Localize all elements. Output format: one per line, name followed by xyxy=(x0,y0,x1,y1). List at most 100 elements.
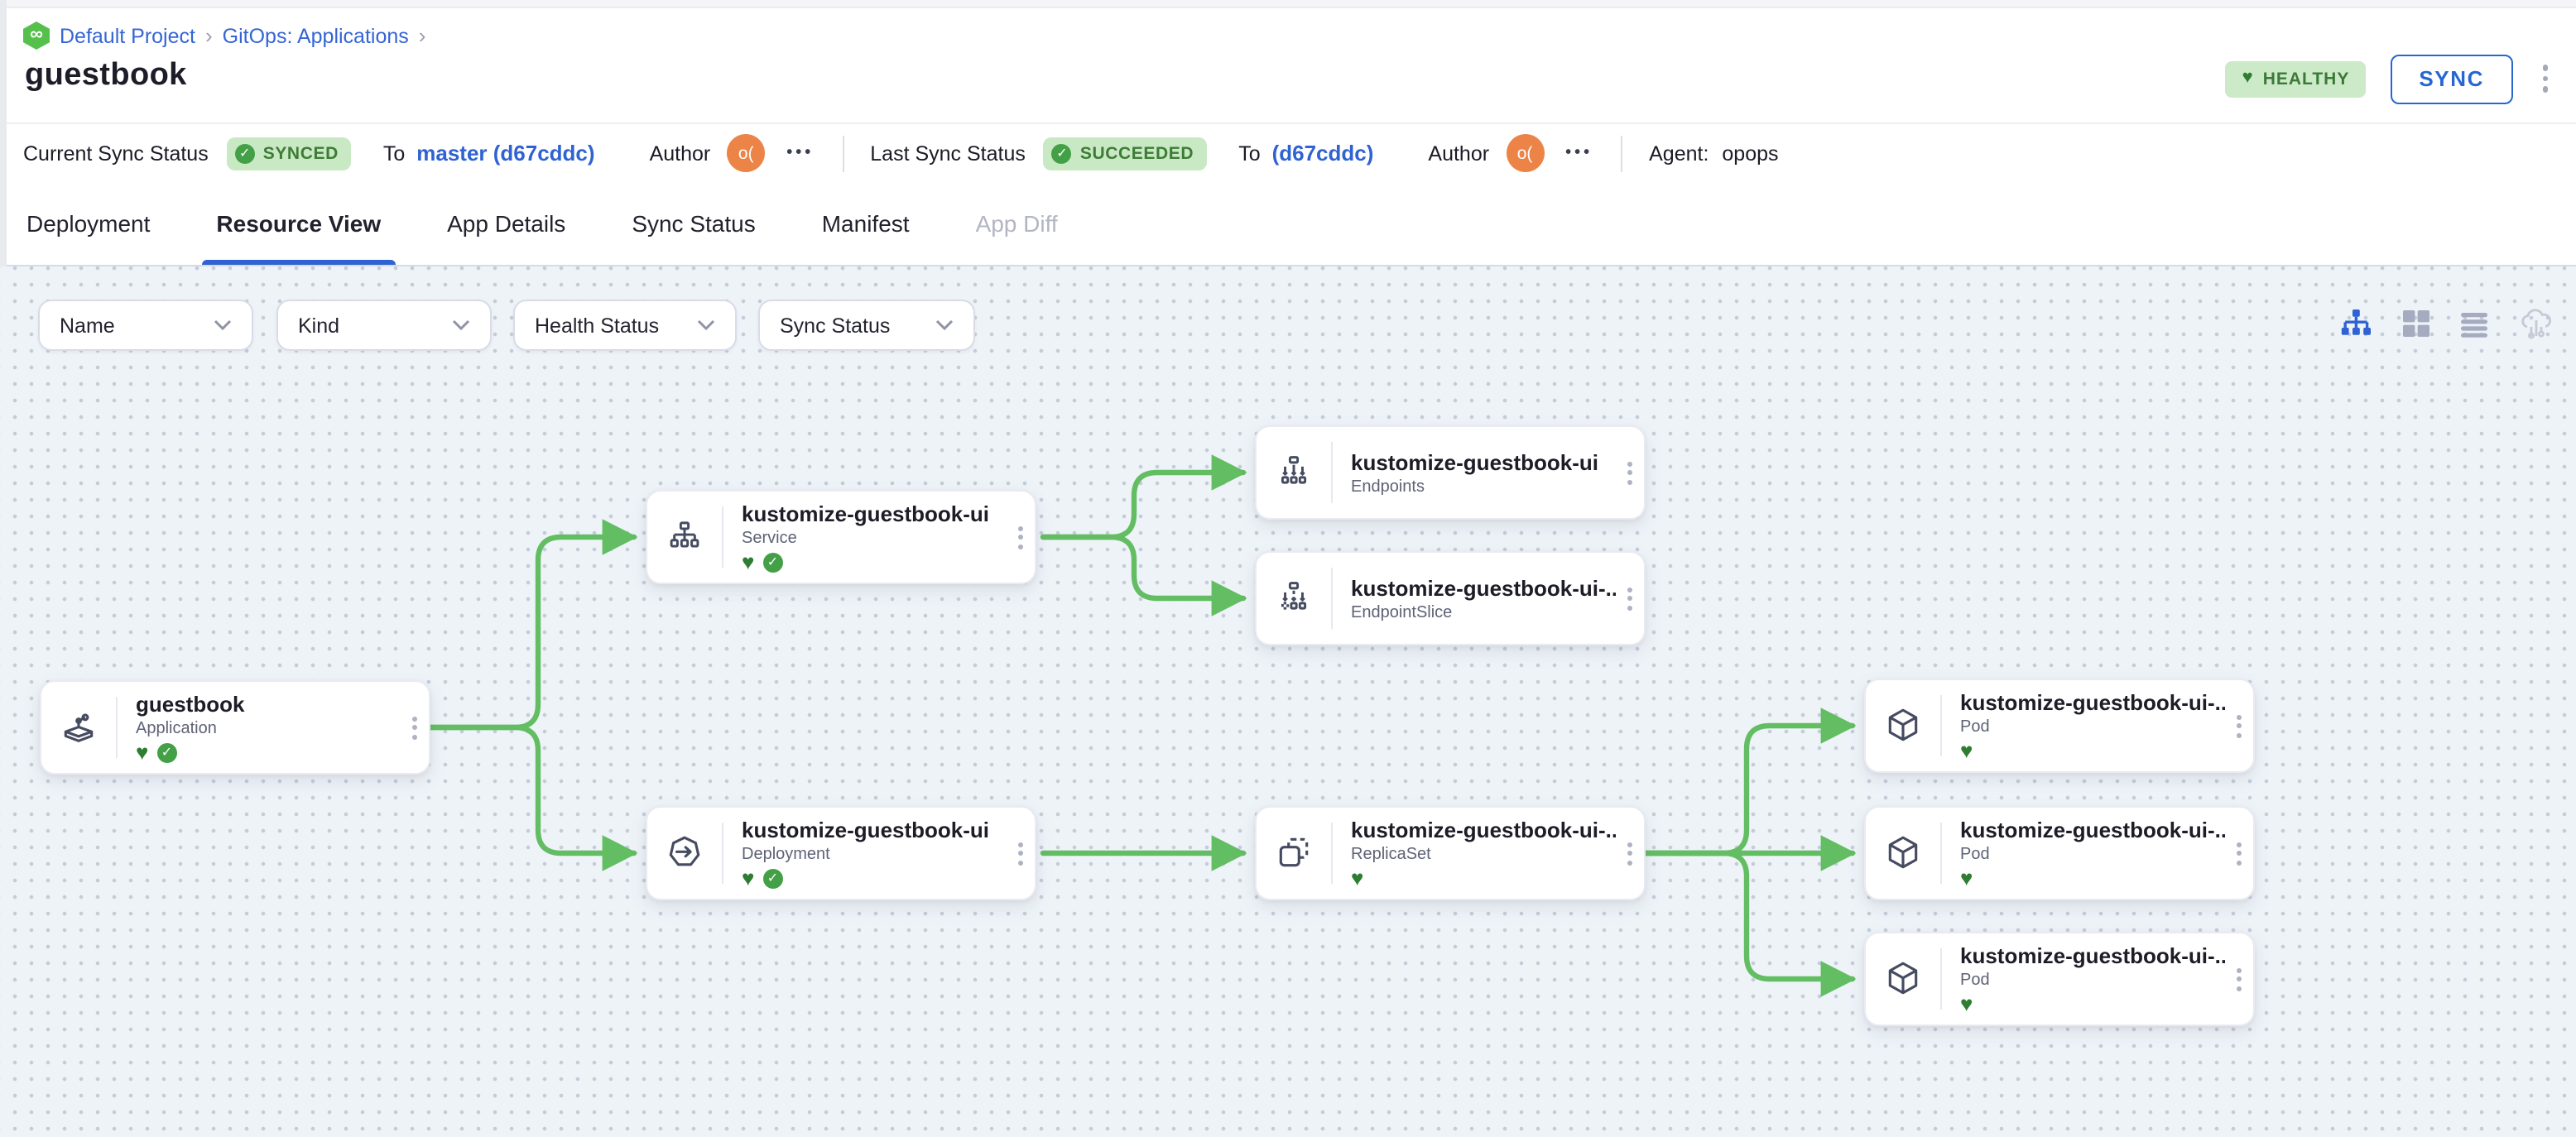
chevron-down-icon xyxy=(697,319,715,331)
node-replicaset[interactable]: kustomize-guestbook-ui-... ReplicaSet ♥ xyxy=(1255,806,1646,900)
project-hexagon-icon: ∞ xyxy=(23,22,50,50)
filter-sync-status-select[interactable]: Sync Status xyxy=(758,300,975,351)
succeeded-badge-label: SUCCEEDED xyxy=(1079,143,1194,163)
service-icon xyxy=(647,492,722,583)
node-kind: ReplicaSet xyxy=(1351,846,1431,864)
breadcrumb-chevron-icon: › xyxy=(204,23,213,48)
node-kebab-menu-icon[interactable] xyxy=(1616,427,1644,518)
chevron-down-icon xyxy=(214,319,232,331)
divider xyxy=(1940,823,1942,884)
divider xyxy=(842,135,844,171)
page-header: ∞ Default Project › GitOps: Applications… xyxy=(0,8,2576,122)
node-endpointslice[interactable]: kustomize-guestbook-ui-... EndpointSlice xyxy=(1255,551,1646,645)
tab-deployment[interactable]: Deployment xyxy=(26,210,151,237)
divider xyxy=(1331,568,1333,629)
synced-badge-label: SYNCED xyxy=(262,143,339,163)
filter-kind-select[interactable]: Kind xyxy=(276,300,492,351)
node-title: kustomize-guestbook-ui xyxy=(1351,449,1599,474)
node-kebab-menu-icon[interactable] xyxy=(1007,492,1035,583)
node-title: kustomize-guestbook-ui-... xyxy=(1960,943,2225,968)
window-left-edge xyxy=(0,0,7,266)
node-pod-3[interactable]: kustomize-guestbook-ui-... Pod ♥ xyxy=(1864,932,2255,1026)
endpointslice-icon xyxy=(1257,553,1331,644)
node-body: kustomize-guestbook-ui Deployment ♥ ✓ xyxy=(723,808,1007,899)
more-ellipsis-icon[interactable]: ••• xyxy=(1565,144,1593,162)
node-title: kustomize-guestbook-ui xyxy=(742,501,990,526)
node-pod-1[interactable]: kustomize-guestbook-ui-... Pod ♥ xyxy=(1864,679,2255,773)
node-kind: Service xyxy=(742,530,797,548)
node-kebab-menu-icon[interactable] xyxy=(2225,933,2253,1024)
breadcrumb: ∞ Default Project › GitOps: Applications… xyxy=(23,22,425,50)
page-title: guestbook xyxy=(25,58,187,93)
node-deployment[interactable]: kustomize-guestbook-ui Deployment ♥ ✓ xyxy=(646,806,1036,900)
header-kebab-menu-icon[interactable] xyxy=(2537,59,2553,99)
node-kind: Pod xyxy=(1960,846,1990,864)
succeeded-badge: ✓ SUCCEEDED xyxy=(1043,137,1208,170)
node-kebab-menu-icon[interactable] xyxy=(1616,808,1644,899)
filter-kind-label: Kind xyxy=(298,314,340,337)
divider xyxy=(1940,695,1942,756)
agent-value: opops xyxy=(1722,142,1779,165)
endpoints-icon xyxy=(1257,427,1331,518)
tab-manifest[interactable]: Manifest xyxy=(821,210,910,237)
filter-sync-label: Sync Status xyxy=(780,314,891,337)
filter-health-label: Health Status xyxy=(535,314,660,337)
breadcrumb-project-link[interactable]: Default Project xyxy=(60,24,195,47)
pod-icon xyxy=(1866,680,1940,771)
tab-sync-status[interactable]: Sync Status xyxy=(632,210,756,237)
to-label: To xyxy=(1238,142,1261,165)
sync-button[interactable]: SYNC xyxy=(2391,54,2512,103)
node-kind: Application xyxy=(136,720,217,738)
list-view-icon[interactable] xyxy=(2460,310,2488,337)
current-sync-revision-link[interactable]: master (d67cddc) xyxy=(416,141,595,166)
node-kebab-menu-icon[interactable] xyxy=(2225,808,2253,899)
node-body: guestbook Application ♥ ✓ xyxy=(118,682,401,773)
deployment-icon xyxy=(647,808,722,899)
node-pod-2[interactable]: kustomize-guestbook-ui-... Pod ♥ xyxy=(1864,806,2255,900)
node-status-row: ♥ xyxy=(1960,867,2225,889)
node-title: guestbook xyxy=(136,692,245,717)
author-avatar[interactable]: o( xyxy=(1506,134,1545,172)
node-status-row: ♥ ✓ xyxy=(742,867,1007,889)
tab-app-details[interactable]: App Details xyxy=(447,210,566,237)
node-body: kustomize-guestbook-ui Service ♥ ✓ xyxy=(723,492,1007,583)
filter-health-status-select[interactable]: Health Status xyxy=(513,300,737,351)
health-status-badge: ♥ HEALTHY xyxy=(2225,60,2367,97)
tab-app-diff[interactable]: App Diff xyxy=(975,210,1058,237)
node-body: kustomize-guestbook-ui-... Pod ♥ xyxy=(1942,933,2225,1024)
node-kebab-menu-icon[interactable] xyxy=(401,682,429,773)
node-kebab-menu-icon[interactable] xyxy=(2225,680,2253,771)
view-mode-switcher xyxy=(2339,306,2554,341)
filter-name-label: Name xyxy=(60,314,115,337)
more-ellipsis-icon[interactable]: ••• xyxy=(786,144,815,162)
node-endpoints[interactable]: kustomize-guestbook-ui Endpoints xyxy=(1255,425,1646,520)
node-kebab-menu-icon[interactable] xyxy=(1007,808,1035,899)
application-icon xyxy=(41,682,116,773)
breadcrumb-section-link[interactable]: GitOps: Applications xyxy=(222,24,409,47)
node-status-row: ♥ ✓ xyxy=(742,551,1007,573)
node-kind: Endpoints xyxy=(1351,477,1425,496)
node-title: kustomize-guestbook-ui-... xyxy=(1960,690,2225,715)
divider xyxy=(1331,442,1333,503)
node-application-guestbook[interactable]: guestbook Application ♥ ✓ xyxy=(40,680,430,775)
author-avatar[interactable]: o( xyxy=(727,134,766,172)
check-circle-icon: ✓ xyxy=(234,143,255,163)
current-sync-status-label: Current Sync Status xyxy=(23,142,209,165)
node-service[interactable]: kustomize-guestbook-ui Service ♥ ✓ xyxy=(646,490,1036,584)
grid-view-icon[interactable] xyxy=(2402,309,2430,338)
check-circle-icon: ✓ xyxy=(1051,143,1072,163)
filter-name-select[interactable]: Name xyxy=(38,300,253,351)
health-heart-icon: ♥ xyxy=(1960,738,1973,763)
node-body: kustomize-guestbook-ui-... Pod ♥ xyxy=(1942,680,2225,771)
last-sync-revision-link[interactable]: (d67cddc) xyxy=(1271,141,1374,166)
health-heart-icon: ♥ xyxy=(136,740,149,765)
tree-view-icon[interactable] xyxy=(2339,308,2372,339)
node-status-row: ♥ xyxy=(1351,867,1616,889)
health-heart-icon: ♥ xyxy=(742,549,755,574)
cloud-network-view-icon[interactable] xyxy=(2518,306,2554,341)
divider xyxy=(1940,948,1942,1010)
tab-resource-view[interactable]: Resource View xyxy=(201,182,396,265)
divider xyxy=(116,697,118,758)
node-kebab-menu-icon[interactable] xyxy=(1616,553,1644,644)
chevron-down-icon xyxy=(452,319,470,331)
